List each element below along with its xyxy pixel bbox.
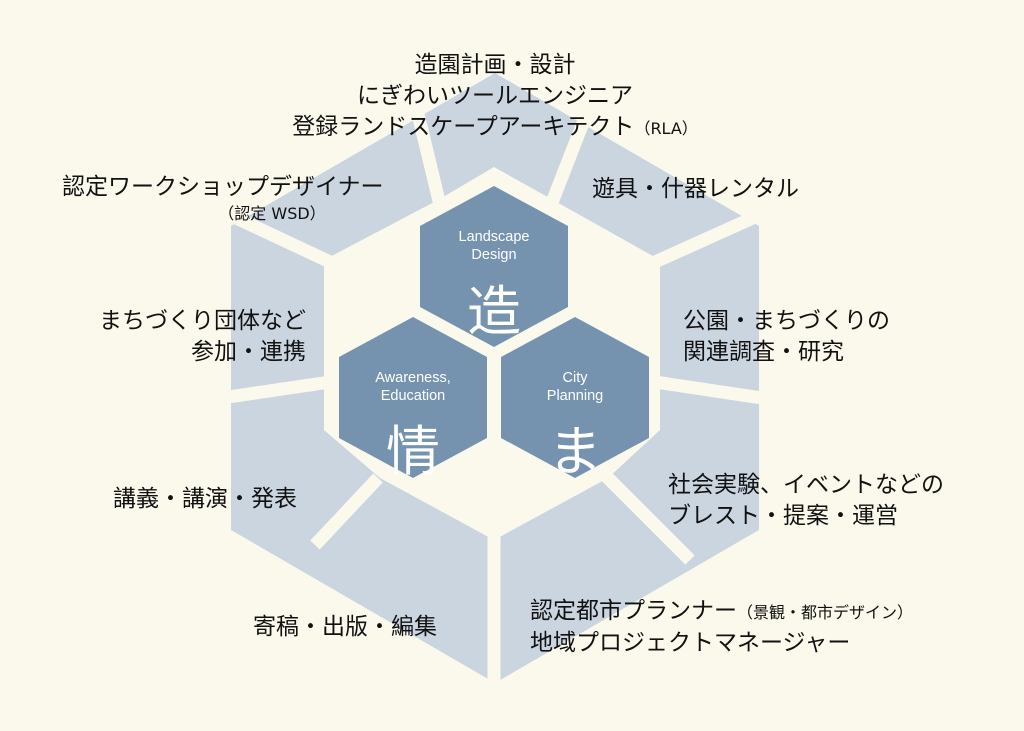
label-text: 登録ランドスケープアーキテクト [292, 114, 635, 140]
hex-label-line2: Planning [547, 388, 603, 404]
segment-right-lower-label: 社会実験、イベントなどの ブレスト・提案・運営 [668, 470, 944, 532]
hexagon [420, 186, 568, 347]
label-line: （認定 WSD） [218, 204, 326, 223]
core-hex-city-planning: City Planning ま [501, 317, 649, 483]
segment-bottom-right-label: 認定都市プランナー（景観・都市デザイン） 地域プロジェクトマネージャー [530, 596, 913, 659]
label-line: 社会実験、イベントなどの [668, 472, 944, 498]
segment-left-upper-label: まちづくり団体など 参加・連携 [70, 306, 306, 368]
segment-bottom-left-label: 寄稿・出版・編集 [253, 614, 437, 640]
core-hex-landscape-design: Landscape Design 造 [420, 186, 568, 347]
hex-label-line1: Awareness, [375, 370, 451, 386]
hex-label-line2: Education [381, 388, 446, 404]
label-line: 関連調査・研究 [683, 339, 844, 365]
label-line: 認定ワークショップデザイナー [62, 174, 384, 200]
hex-kanji: 造 [467, 280, 521, 343]
segment-left-lower-label: 講義・講演・発表 [113, 486, 297, 512]
core-hex-awareness-education: Awareness, Education 情 [339, 317, 487, 483]
divider [214, 375, 331, 406]
divider [310, 473, 383, 550]
segment-top-left-label: 認定ワークショップデザイナー （認定 WSD） [62, 172, 392, 225]
hex-label-line2: Design [471, 247, 516, 263]
divider [601, 471, 695, 565]
hex-kanji: 情 [386, 420, 440, 483]
label-line: 地域プロジェクトマネージャー [530, 630, 851, 656]
label-line: にぎわいツールエンジニア [357, 83, 633, 109]
segment-dividers [212, 58, 778, 700]
label-line: 認定都市プランナー（景観・都市デザイン） [530, 596, 913, 628]
hex-kanji: ま [548, 420, 602, 483]
label-line: 参加・連携 [191, 339, 306, 365]
label-suffix: （景観・都市デザイン） [737, 603, 914, 622]
label-line: ブレスト・提案・運営 [668, 503, 898, 529]
divider [654, 375, 776, 407]
segment-top-label: 造園計画・設計 にぎわいツールエンジニア 登録ランドスケープアーキテクト（RLA… [280, 50, 710, 144]
divider [544, 107, 595, 208]
hexagon [339, 317, 487, 478]
label-text: 認定都市プランナー [530, 598, 737, 624]
hexagon [501, 317, 649, 478]
label-line: 造園計画・設計 [414, 52, 576, 78]
label-line: 公園・まちづくりの [683, 308, 890, 334]
divider [652, 202, 778, 268]
divider [212, 202, 333, 268]
divider [398, 58, 447, 207]
label-line: 登録ランドスケープアーキテクト（RLA） [280, 112, 710, 144]
label-line: まちづくり団体など [99, 308, 306, 334]
label-suffix: （RLA） [634, 119, 698, 138]
hex-label-line1: City [563, 370, 589, 386]
hex-label-line1: Landscape [459, 229, 530, 245]
segment-top-right-label: 遊具・什器レンタル [592, 176, 799, 202]
segment-right-upper-label: 公園・まちづくりの 関連調査・研究 [683, 306, 890, 368]
